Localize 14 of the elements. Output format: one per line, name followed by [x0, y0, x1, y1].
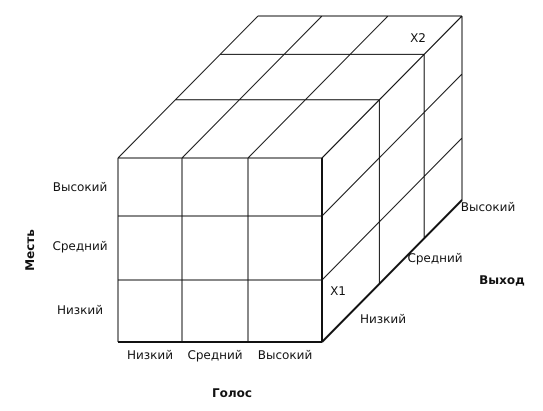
- axis-value: Средний: [187, 348, 243, 362]
- axis-title: Голос: [212, 386, 252, 400]
- axis-value: Низкий: [126, 348, 174, 362]
- axis-title: Месть: [23, 229, 37, 271]
- axis-value: Высокий: [258, 348, 312, 362]
- cube-label: X2: [410, 31, 426, 45]
- axis-value: Средний: [52, 239, 108, 253]
- axis-value: Низкий: [56, 303, 104, 317]
- axis-title: Выход: [479, 273, 525, 287]
- axis-value: Низкий: [360, 312, 406, 326]
- axis-value: Высокий: [52, 180, 108, 194]
- axis-value: Высокий: [460, 200, 516, 214]
- axis-value: Средний: [407, 251, 463, 265]
- cube-label: X1: [330, 284, 346, 298]
